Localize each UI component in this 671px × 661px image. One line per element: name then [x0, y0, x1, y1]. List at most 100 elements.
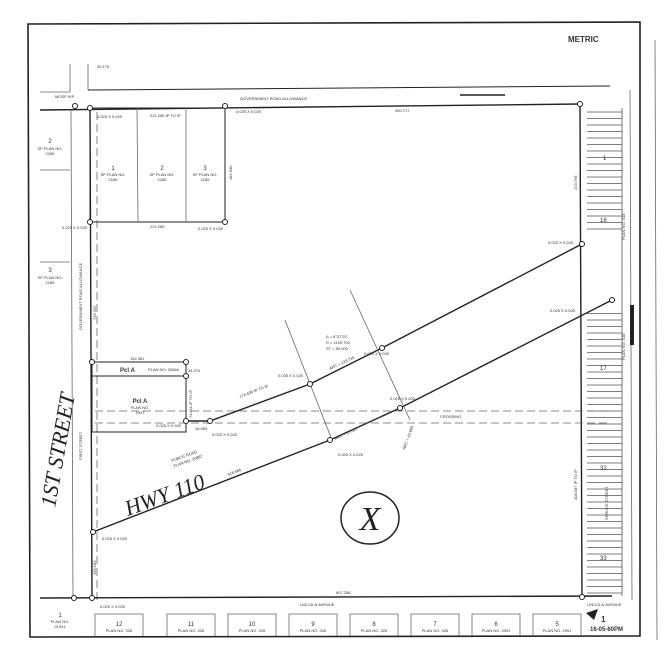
- iron-pin-marker: [222, 219, 228, 225]
- dimension-label: 807.258: [336, 590, 351, 595]
- dimension-label: 182.900: [228, 165, 233, 180]
- lot-number: 1: [58, 613, 62, 619]
- lot-plan: PLAN NO. 2991: [482, 628, 511, 633]
- ip-label: 0.025 X 0.025: [550, 308, 576, 313]
- ip-label: 0.025 X 0.025: [198, 226, 224, 231]
- lot-number: 16: [600, 218, 607, 224]
- metric-label: METRIC: [568, 35, 599, 44]
- iron-pin-marker: [579, 594, 585, 600]
- lot-number: 2: [48, 139, 52, 145]
- ip-label: 0.025 X 0.025: [364, 351, 390, 356]
- pcl-a-label: Pcl A: [133, 399, 148, 405]
- lot-number: 10: [249, 622, 256, 628]
- pcl-a-plan: PLAN NO. 20884: [148, 367, 180, 372]
- iron-pin-marker: [307, 381, 313, 387]
- curve-data: R = 1190.700: [326, 340, 351, 345]
- iron-pin-marker: [397, 405, 403, 411]
- iron-pin-marker: [183, 418, 189, 424]
- svg-text:2185: 2185: [158, 177, 168, 182]
- lot-number: 1: [603, 156, 607, 162]
- dimension-label: ARC = 17.027: [333, 426, 359, 441]
- lot-outline: [227, 613, 277, 636]
- tie-line: [349, 289, 411, 421]
- survey-note: MOSP IVP: [55, 94, 75, 99]
- iron-pin-marker: [609, 297, 615, 303]
- lot-outline: [288, 613, 338, 636]
- iron-pin-marker: [87, 105, 93, 111]
- pcl-a-label: Pcl A: [120, 368, 135, 374]
- top-lot-1: 1 SP PLAN NO. 2185: [100, 166, 125, 182]
- lot-plan: PLAN NO. 326: [239, 628, 266, 633]
- stamp-number: 1: [601, 615, 606, 624]
- dimension-label: 34.374: [188, 368, 201, 373]
- svg-text:2185: 2185: [201, 177, 211, 182]
- ip-label: 0.025 X 0.025: [62, 225, 88, 230]
- lincoln-avenue-label: LINCOLN AVENUE: [300, 602, 335, 607]
- dimension-label: 221.285 IP TO IP: [150, 113, 181, 118]
- lot-number: 17: [600, 366, 607, 372]
- ip-label: 0.025 X 0.025: [212, 432, 238, 437]
- lot-number: 11: [188, 622, 195, 628]
- lincoln-avenue-label: LINCOLN AVENUE: [587, 602, 622, 607]
- hwy-110-north-line: [92, 299, 613, 533]
- ip-label: 0.025 X 0.025: [100, 604, 126, 609]
- circled-x-mark: [340, 491, 400, 545]
- ip-label: 0.025 X 0.025: [390, 396, 416, 401]
- lot-number: 8: [372, 622, 376, 628]
- plan-border: [27, 21, 641, 638]
- road-south-line: [39, 103, 581, 111]
- lot-outline: [94, 613, 144, 636]
- svg-text:2185: 2185: [109, 177, 119, 182]
- iron-pin-marker: [90, 529, 96, 535]
- iron-pin-marker: [87, 219, 93, 225]
- svg-text:SP PLAN NO.: SP PLAN NO.: [149, 172, 174, 177]
- top-lots-outline: [89, 107, 226, 223]
- dimension-label: 152.361: [130, 356, 145, 361]
- lot-number: 6: [494, 622, 498, 628]
- top-lot-3: 3 SP PLAN NO. 2185: [192, 166, 217, 182]
- lot-plan: PLAN NO. 326: [178, 628, 205, 633]
- east-property-line: [579, 103, 583, 599]
- road-mark: [630, 305, 634, 345]
- ip-label: 0.025 X 0.025: [102, 536, 128, 541]
- lot-plan-no: 21041: [54, 624, 66, 629]
- lot-number: 12: [116, 622, 123, 628]
- lot-number: 9: [311, 622, 315, 628]
- curve-data: Δ = 6°37'20": [326, 334, 348, 339]
- iron-pin-marker: [327, 437, 333, 443]
- dimension-label: 223.798: [573, 175, 578, 190]
- top-lot-2: 2 SP PLAN NO. 2185: [149, 166, 174, 182]
- pcl-a-outline: [91, 361, 187, 433]
- ip-label: 0.025 X 0.025: [548, 240, 574, 245]
- lot-plan: PLAN NO. 326: [422, 628, 449, 633]
- dimension-label: 18.983: [195, 426, 208, 431]
- stamp: 1 16-05-60PM: [586, 609, 623, 633]
- dimension-label: 135.160: [92, 560, 97, 575]
- ip-label: 0.025 X 0.025: [156, 423, 182, 428]
- lot-plan: PLAN NO. 326: [106, 628, 133, 633]
- iron-pin-marker: [71, 595, 77, 601]
- lot-outline: [349, 613, 399, 636]
- dimension-label: 30.175: [97, 64, 110, 69]
- road-north-line: [87, 85, 611, 91]
- pcl-a-plan: PLAN NO.: [131, 405, 150, 410]
- ip-label: 0.025 X 0.025: [236, 109, 262, 114]
- iron-pin-marker: [207, 418, 213, 424]
- lot-outline: [410, 613, 460, 636]
- svg-text:1: 1: [111, 166, 115, 172]
- x-mark: X: [358, 501, 382, 538]
- iron-pin-marker: [183, 359, 189, 365]
- svg-text:SP PLAN NO.: SP PLAN NO.: [192, 172, 217, 177]
- lot-plan: SP PLAN NO.: [37, 275, 62, 280]
- lot-plan: PLAN NO. 2991: [543, 628, 572, 633]
- tie-line: [284, 319, 333, 441]
- ip-label: 0.025 X 0.025: [278, 373, 304, 378]
- iron-pin-marker: [579, 241, 585, 247]
- lot-outline: [471, 613, 521, 636]
